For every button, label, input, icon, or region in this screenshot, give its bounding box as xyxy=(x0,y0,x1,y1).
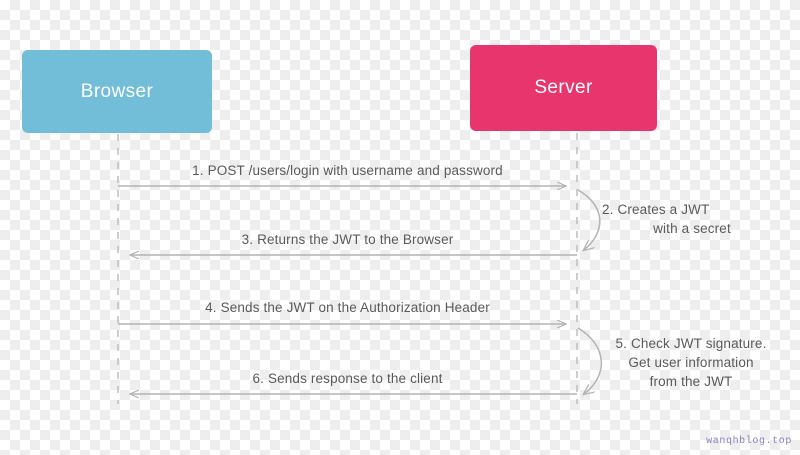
message-label-3: 3. Returns the JWT to the Browser xyxy=(241,232,454,247)
actor-label-browser: Browser xyxy=(80,80,154,102)
message-label-2: 2. Creates a JWT with a secret xyxy=(602,200,782,238)
message-label-5: 5. Check JWT signature. Get user informa… xyxy=(598,334,784,391)
watermark-text: wanqhblog.top xyxy=(706,436,792,447)
message-label-5-line-3: from the JWT xyxy=(649,374,733,389)
message-label-5-line-1: 5. Check JWT signature. xyxy=(615,336,767,351)
actor-label-server: Server xyxy=(534,77,593,98)
message-label-2-line-2: with a secret xyxy=(653,221,731,236)
arrow-message-2 xyxy=(577,189,601,250)
message-label-1: 1. POST /users/login with username and p… xyxy=(192,163,503,178)
message-label-4: 4. Sends the JWT on the Authorization He… xyxy=(205,300,490,315)
actor-box-server[interactable]: Server xyxy=(470,45,657,131)
message-label-6: 6. Sends response to the client xyxy=(252,371,443,386)
message-label-5-line-2: Get user information xyxy=(628,355,754,370)
actor-box-browser[interactable]: Browser xyxy=(22,50,212,133)
message-label-2-line-1: 2. Creates a JWT xyxy=(602,202,710,217)
